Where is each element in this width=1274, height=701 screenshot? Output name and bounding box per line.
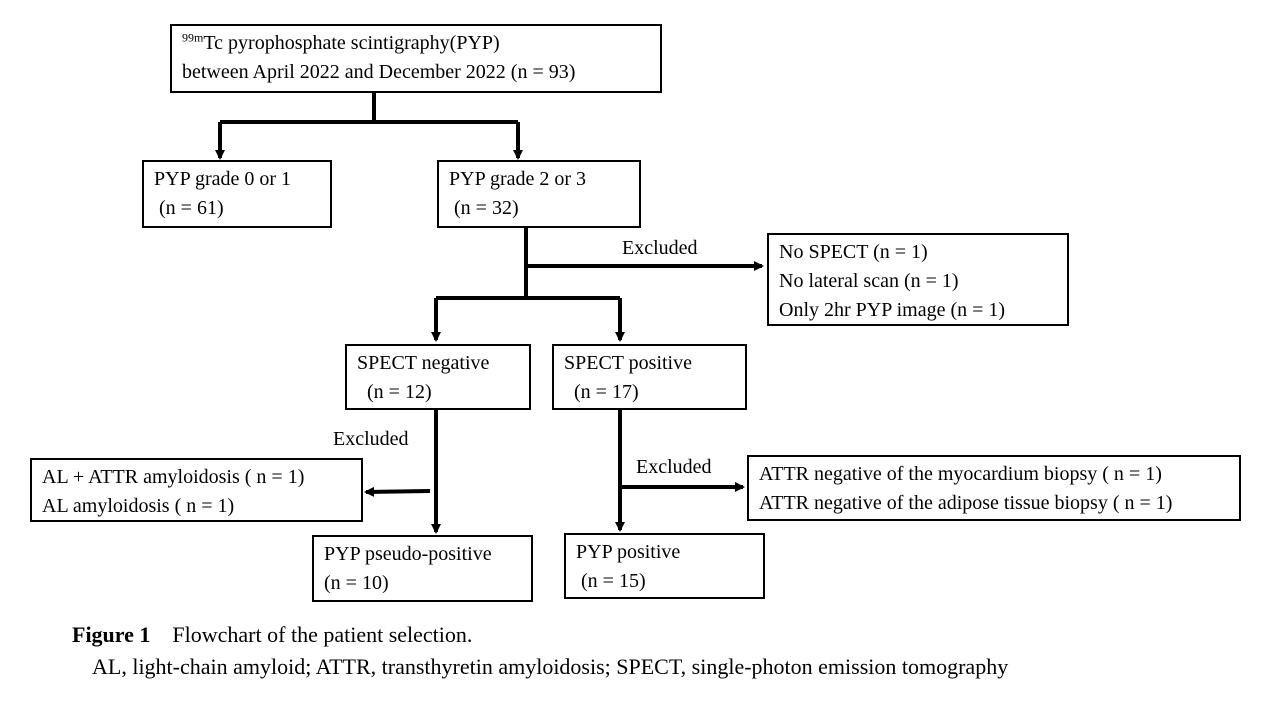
box-grade23: PYP grade 2 or 3 (n = 32): [437, 160, 641, 228]
box-pseudo-positive-line2: (n = 10): [324, 572, 389, 594]
superscript-99m: 99m: [182, 30, 204, 45]
box-spect-positive-line2: (n = 17): [564, 381, 639, 403]
box-grade01: PYP grade 0 or 1 (n = 61): [142, 160, 332, 228]
box-grade01-line2: (n = 61): [154, 197, 224, 219]
box-spect-negative: SPECT negative (n = 12): [345, 344, 531, 410]
label-excluded-right: Excluded: [636, 456, 712, 478]
box-pyp-positive-line1: PYP positive: [576, 541, 681, 563]
box-pyp-all-line2: between April 2022 and December 2022 (n …: [182, 61, 576, 83]
arrow-to-excluded-left: [364, 486, 431, 497]
box-grade01-line1: PYP grade 0 or 1: [154, 168, 292, 190]
box-spect-negative-line2: (n = 12): [357, 381, 432, 403]
box-spect-positive-line1: SPECT positive: [564, 352, 692, 374]
box-excluded-left-line2: AL amyloidosis ( n = 1): [42, 495, 235, 517]
label-excluded-left: Excluded: [333, 428, 409, 450]
box-pyp-all: 99mTc pyrophosphate scintigraphy(PYP) be…: [170, 24, 662, 93]
box-excluded-right-line2: ATTR negative of the adipose tissue biop…: [759, 492, 1173, 514]
box-excluded-top-line2: No lateral scan (n = 1): [779, 270, 959, 292]
box-excluded-right-line1: ATTR negative of the myocardium biopsy (…: [759, 463, 1162, 485]
box-pseudo-positive-line1: PYP pseudo-positive: [324, 543, 492, 565]
box-excluded-left-line1: AL + ATTR amyloidosis ( n = 1): [42, 466, 305, 488]
box-spect-negative-line1: SPECT negative: [357, 352, 490, 374]
box-spect-positive: SPECT positive (n = 17): [552, 344, 747, 410]
box-grade23-line1: PYP grade 2 or 3: [449, 168, 587, 190]
figure-number: Figure 1: [72, 622, 151, 647]
figure-caption: Figure 1 Flowchart of the patient selecti…: [72, 620, 472, 650]
box-pyp-positive-line2: (n = 15): [576, 570, 646, 592]
box-excluded-top-line1: No SPECT (n = 1): [779, 241, 928, 263]
box-grade23-line2: (n = 32): [449, 197, 519, 219]
box-excluded-top-line3: Only 2hr PYP image (n = 1): [779, 299, 1006, 321]
box-excluded-right: ATTR negative of the myocardium biopsy (…: [747, 455, 1241, 521]
label-excluded-top: Excluded: [622, 237, 698, 259]
box-pseudo-positive: PYP pseudo-positive (n = 10): [312, 535, 533, 602]
box-excluded-top: No SPECT (n = 1) No lateral scan (n = 1)…: [767, 233, 1069, 326]
box-pyp-positive: PYP positive (n = 15): [564, 533, 765, 599]
figure-abbreviations: AL, light-chain amyloid; ATTR, transthyr…: [92, 654, 1009, 679]
box-pyp-all-line1: Tc pyrophosphate scintigraphy(PYP): [203, 32, 500, 54]
figure-title: Flowchart of the patient selection.: [172, 622, 473, 647]
box-excluded-left: AL + ATTR amyloidosis ( n = 1) AL amyloi…: [30, 458, 363, 522]
